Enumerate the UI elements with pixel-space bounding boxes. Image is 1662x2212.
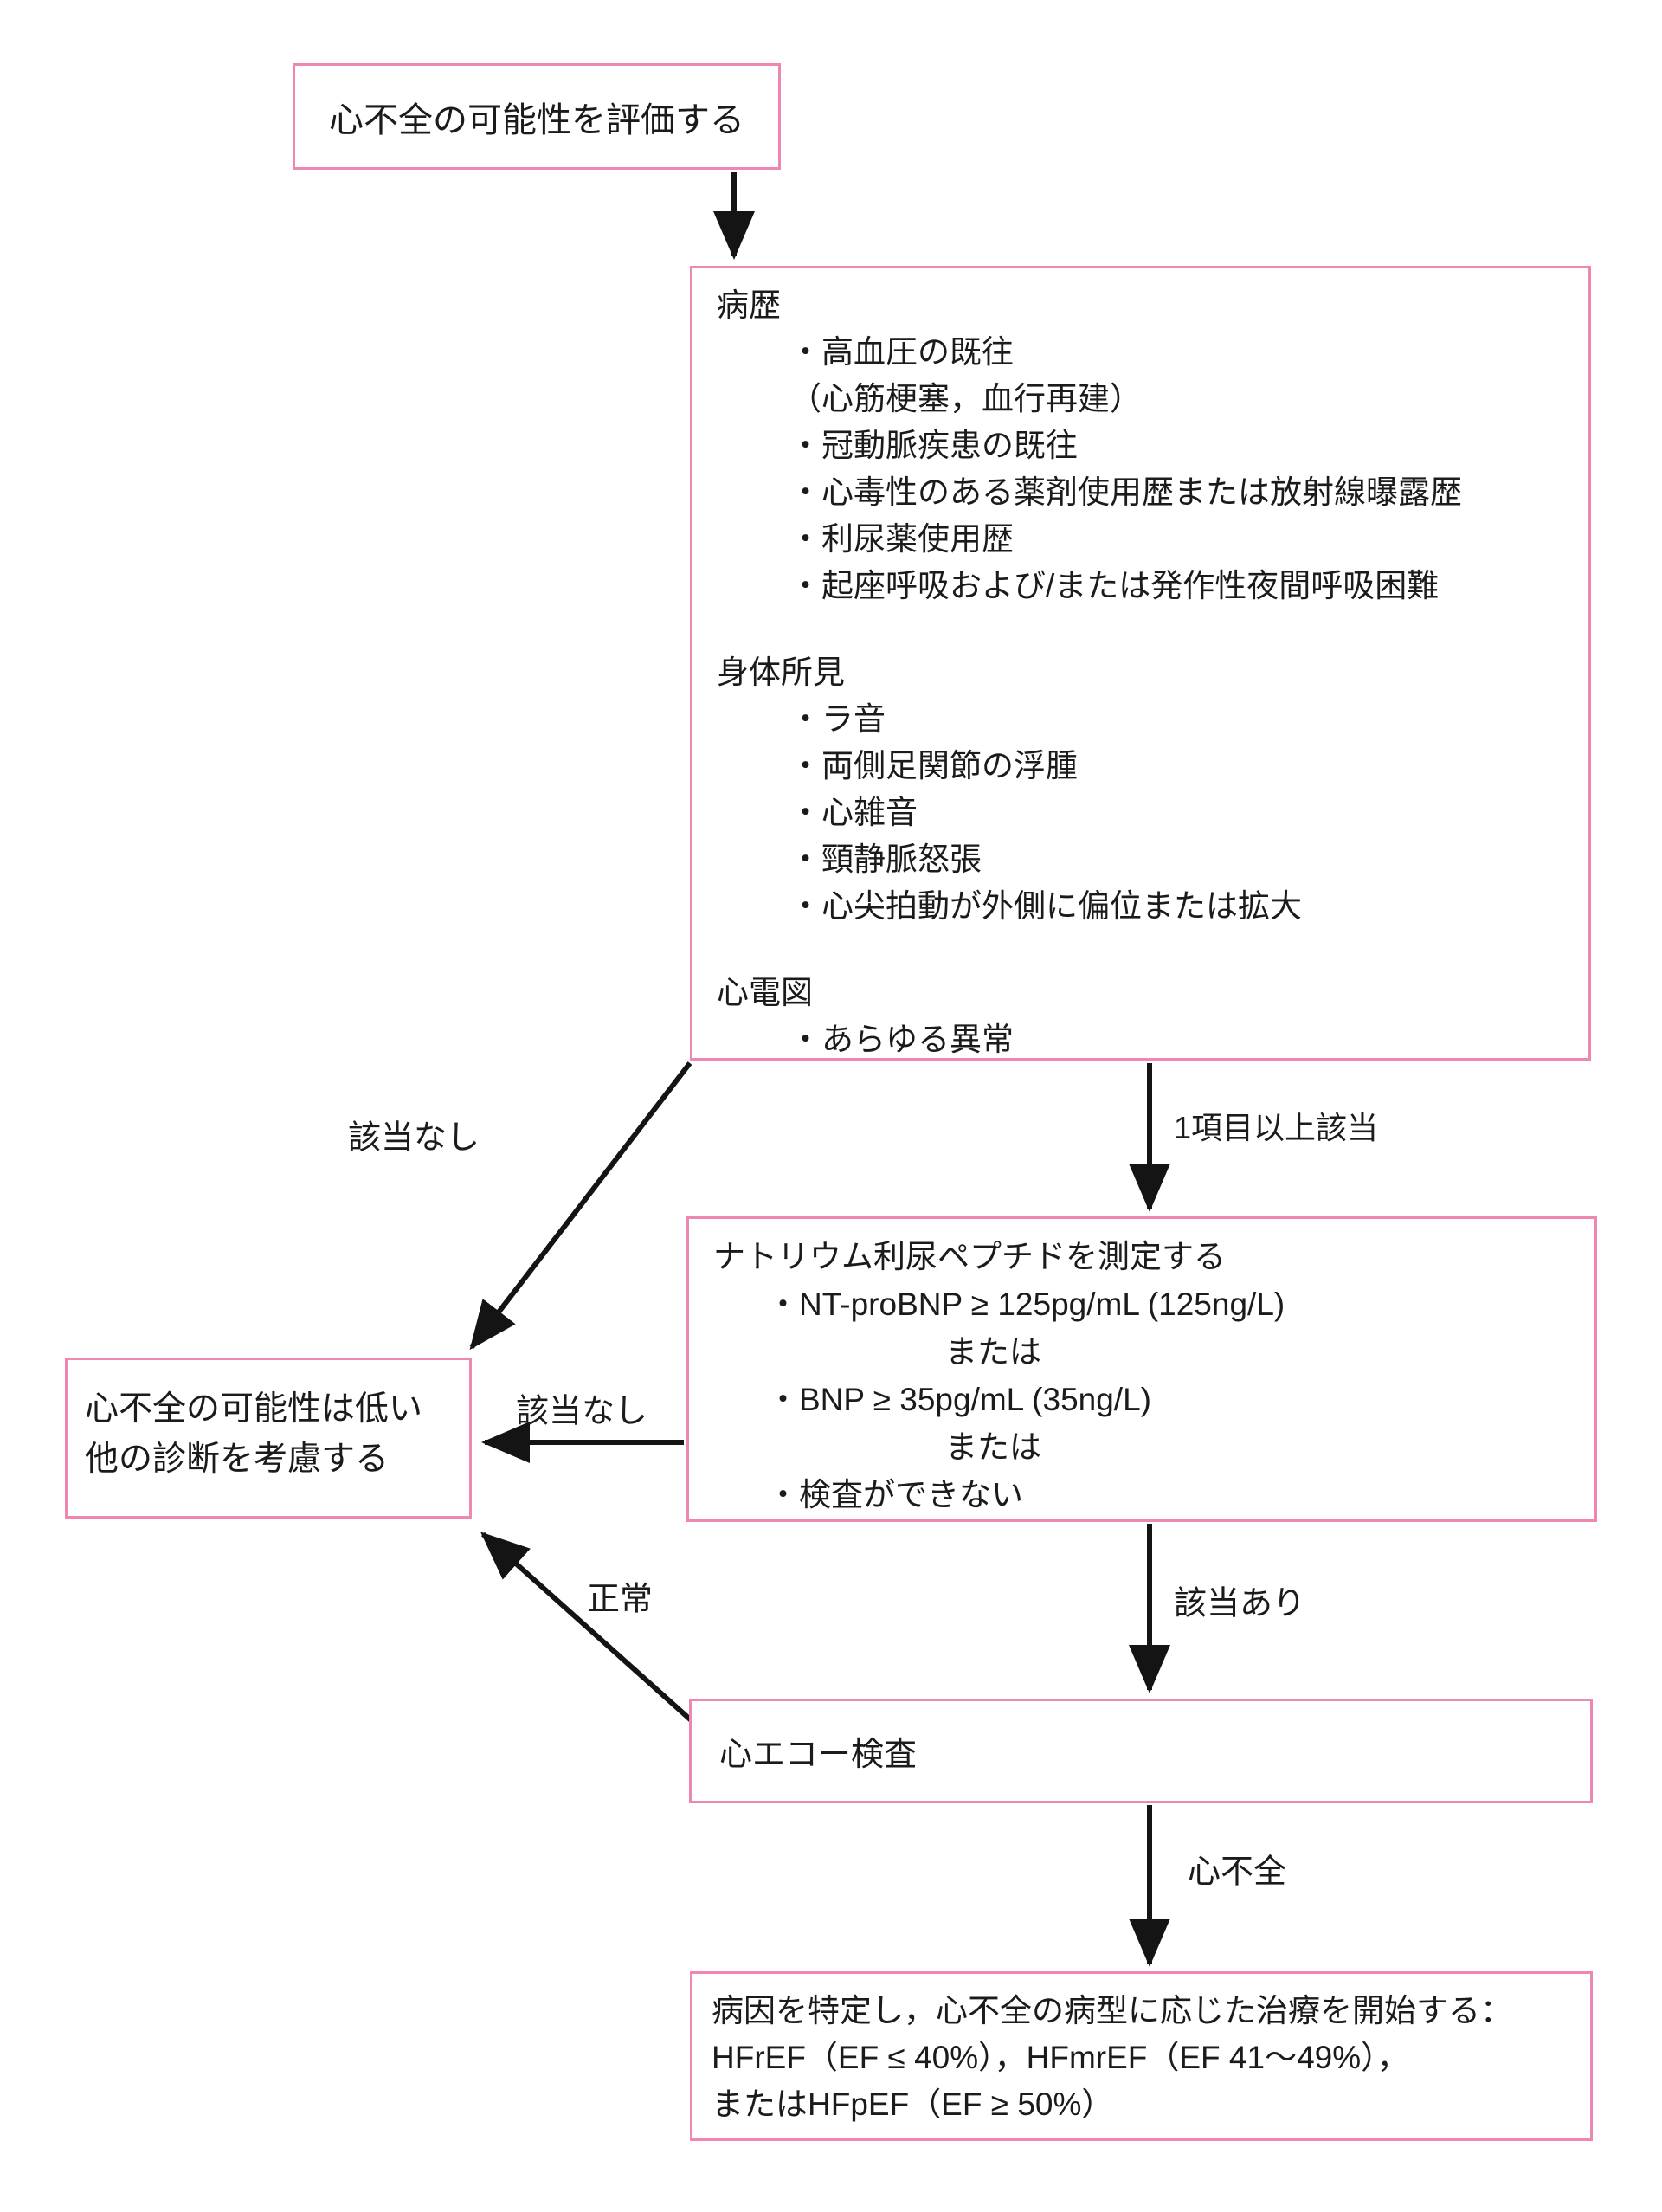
text-line: ・起座呼吸および/または発作性夜間呼吸困難 xyxy=(789,568,1440,603)
text-line: ・頸静脈怒張 xyxy=(789,842,982,877)
text-line: ・BNP ≥ 35pg/mL (35ng/L) xyxy=(767,1382,1151,1417)
arrow-echo-to-lowprob xyxy=(480,1532,698,1727)
text-line: 心不全の可能性は低い xyxy=(85,1390,423,1428)
text-line: 身体所見 xyxy=(717,655,845,690)
edge-label-match: 該当あり xyxy=(1174,1585,1306,1622)
text-line: または xyxy=(945,1334,1041,1370)
text-line: HFrEF（EF ≤ 40%），HFmrEF（EF 41～49%）， xyxy=(712,2040,1409,2075)
text-line: 病歴 xyxy=(717,287,781,323)
treat-box: 病因を特定し，心不全の病型に応じた治療を開始する： HFrEF（EF ≤ 40%）… xyxy=(690,1971,1593,2141)
edge-label-normal: 正常 xyxy=(586,1581,654,1618)
echo-box-text: 心エコー検査 xyxy=(719,1737,918,1773)
text-line: ・高血圧の既往 xyxy=(789,334,1014,370)
edge-label-no-match-upper: 該当なし xyxy=(347,1119,480,1157)
text-line xyxy=(717,930,1573,970)
text-line: ・検査ができない xyxy=(767,1477,1023,1512)
edge-label-no-match-mid: 該当なし xyxy=(515,1393,648,1430)
text-line: ナトリウム利尿ペプチドを測定する xyxy=(713,1239,1226,1274)
text-line: ・心雑音 xyxy=(789,795,918,830)
arrow-findings-to-lowprob xyxy=(469,1061,692,1351)
edge-label-heart-failure: 心不全 xyxy=(1188,1854,1287,1891)
lowprob-box: 心不全の可能性は低い他の診断を考慮する xyxy=(65,1358,472,1519)
text-line: ・ラ音 xyxy=(789,701,886,737)
text-line xyxy=(717,609,1573,649)
text-line: またはHFpEF（EF ≥ 50%） xyxy=(712,2086,1114,2122)
findings-box: 病歴・高血圧の既往 （心筋梗塞，血行再建） ・冠動脈疾患の既往・心毒性のある薬剤使用… xyxy=(690,266,1591,1061)
natriuretic-box: ナトリウム利尿ペプチドを測定する・NT-proBNP ≥ 125pg/mL (1… xyxy=(686,1216,1597,1522)
text-line: ・心毒性のある薬剤使用歴または放射線曝露歴 xyxy=(789,474,1462,510)
text-line: 他の診断を考慮する xyxy=(85,1441,390,1478)
text-line: ・両側足関節の浮腫 xyxy=(789,748,1078,784)
text-line: 病因を特定し，心不全の病型に応じた治療を開始する： xyxy=(712,1993,1512,2028)
text-line: ・冠動脈疾患の既往 xyxy=(789,428,1078,463)
assess-box-text: 心不全の可能性を評価する xyxy=(329,100,744,139)
assess-box: 心不全の可能性を評価する xyxy=(293,63,781,170)
text-line: ・あらゆる異常 xyxy=(789,1022,1014,1057)
echo-box: 心エコー検査 xyxy=(689,1699,1593,1803)
text-line: （心筋梗塞，血行再建） xyxy=(789,381,1142,416)
text-line: または xyxy=(945,1429,1041,1465)
text-line: ・心尖拍動が外側に偏位または拡大 xyxy=(789,888,1302,924)
text-line: 心電図 xyxy=(717,975,813,1010)
edge-label-one-or-more: 1項目以上該当 xyxy=(1174,1110,1379,1145)
text-line: ・NT-proBNP ≥ 125pg/mL (125ng/L) xyxy=(767,1287,1285,1322)
text-line: ・利尿薬使用歴 xyxy=(789,521,1014,557)
